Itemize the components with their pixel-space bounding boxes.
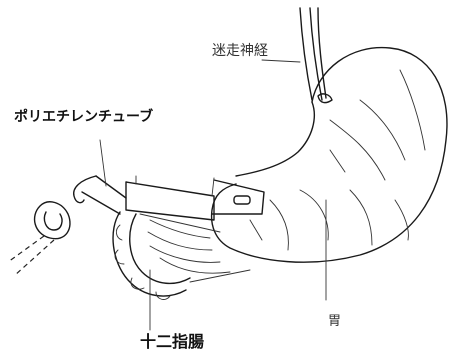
duodenum-label: 十二指腸	[140, 334, 204, 350]
duodenum	[113, 212, 250, 299]
stomach	[212, 48, 447, 263]
tube-clamp	[35, 202, 70, 239]
stomach-label: 胃	[328, 315, 341, 328]
polyethylene-tube	[74, 140, 264, 220]
polyethylene-tube-label: ポリエチレンチューブ	[14, 110, 153, 124]
tube-dashed-extension	[8, 236, 54, 276]
vagus-nerve-label: 迷走神経	[212, 44, 268, 58]
leader-lines	[150, 200, 326, 330]
